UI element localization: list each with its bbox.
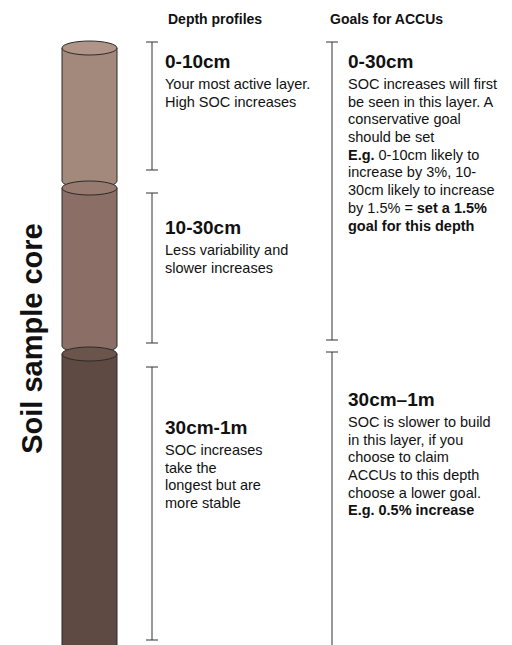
goal-depth-label: 30cm–1m — [348, 388, 503, 411]
goal-brackets — [326, 42, 338, 645]
core-segment-top — [62, 41, 117, 188]
core-segment-middle — [62, 181, 117, 353]
depth-brackets — [146, 42, 158, 640]
emphasis-text: 0.5% increase — [379, 502, 475, 518]
emphasis-text: E.g. — [348, 502, 375, 518]
depth-label: 0-10cm — [165, 50, 315, 73]
depth-label: 30cm-1m — [165, 416, 315, 439]
goal-description: SOC increases will first be seen in this… — [348, 76, 503, 235]
depth-description: Your most active layer. High SOC increas… — [165, 76, 315, 111]
goal-description: SOC is slower to build in this layer, if… — [348, 414, 503, 520]
body-text: SOC is slower to build in this layer, if… — [348, 414, 499, 502]
depth-label: 10-30cm — [165, 216, 315, 239]
core-segment-bottom — [62, 347, 117, 645]
vertical-title: Soil sample core — [16, 223, 49, 454]
emphasis-text: E.g. — [348, 147, 375, 163]
goal-depth-label: 0-30cm — [348, 50, 503, 73]
depth-description: Less variability and slower increases — [165, 242, 315, 277]
column-heading: Goals for ACCUs — [330, 11, 500, 28]
depth-description: SOC increases take the longest but are m… — [165, 442, 263, 513]
column-heading: Depth profiles — [168, 11, 318, 28]
body-text: SOC increases will first be seen in this… — [348, 76, 499, 147]
